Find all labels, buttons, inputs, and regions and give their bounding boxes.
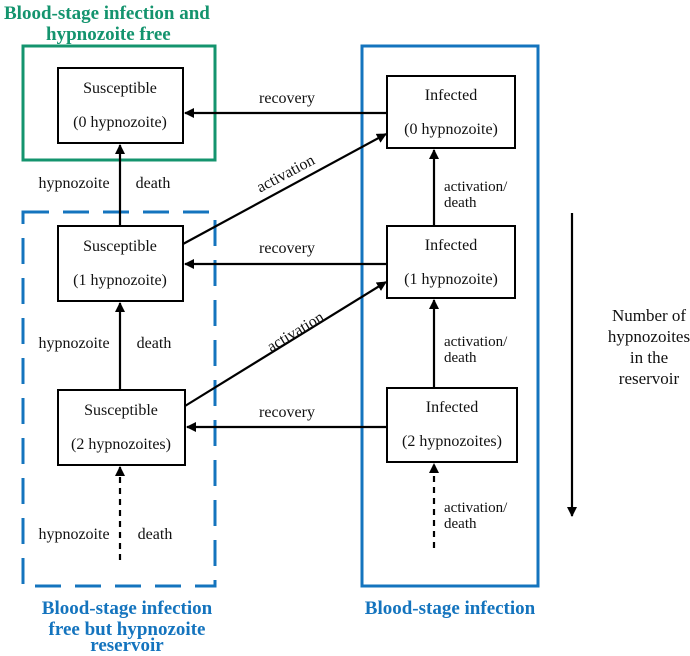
activation-death-label-1a: activation/ <box>444 179 508 195</box>
activation-arrow-1 <box>182 133 387 245</box>
reservoir-title-line2: free but hypnozoite <box>49 619 206 640</box>
susceptible-1-sub: (1 hypnozoite) <box>73 272 167 289</box>
infected-0-sub: (0 hypnozoite) <box>404 121 498 138</box>
susceptible-1-title: Susceptible <box>83 238 157 255</box>
activation-death-label-3b: death <box>444 516 477 532</box>
infection-region <box>360 44 540 588</box>
death-label-3: death <box>138 526 173 543</box>
side-note-line3: in the <box>630 348 668 367</box>
recovery-label-1: recovery <box>259 240 315 257</box>
activation-death-label-2b: death <box>444 350 477 366</box>
activation-death-label-2a: activation/ <box>444 334 508 350</box>
hypnozoite-label-3: hypnozoite <box>38 526 109 543</box>
death-label-2: death <box>137 335 172 352</box>
recovery-label-0: recovery <box>259 90 315 107</box>
susceptible-2-sub: (2 hypnozoites) <box>71 436 171 453</box>
infected-1-node: Infected (1 hypnozoite) <box>386 225 516 299</box>
susceptible-1-node: Susceptible (1 hypnozoite) <box>57 225 184 302</box>
side-note-line4: reservoir <box>619 369 680 388</box>
activation-death-label-1b: death <box>444 195 477 211</box>
infected-1-title: Infected <box>425 237 477 254</box>
infected-2-sub: (2 hypnozoites) <box>402 433 502 450</box>
hypnozoite-label-2: hypnozoite <box>38 335 109 352</box>
susceptible-0-sub: (0 hypnozoite) <box>73 114 167 131</box>
susceptible-0-node: Susceptible (0 hypnozoite) <box>57 67 184 144</box>
susceptible-0-title: Susceptible <box>83 80 157 97</box>
death-label-1: death <box>136 175 171 192</box>
susceptible-2-title: Susceptible <box>84 402 158 419</box>
hypnozoite-label-1: hypnozoite <box>38 175 109 192</box>
recovery-label-2: recovery <box>259 404 315 421</box>
infection-title: Blood-stage infection <box>365 598 536 619</box>
infected-2-node: Infected (2 hypnozoites) <box>386 387 518 463</box>
side-note-line1: Number of <box>612 306 686 325</box>
reservoir-title-line3: reservoir <box>90 635 164 656</box>
hypnozoite-free-title-line2: hypnozoite free <box>46 24 171 45</box>
susceptible-2-node: Susceptible (2 hypnozoites) <box>57 389 186 466</box>
activation-arrow-2 <box>184 281 387 407</box>
infected-0-node: Infected (0 hypnozoite) <box>386 75 516 149</box>
activation-label-1: activation <box>254 152 318 197</box>
hypnozoite-free-title-line1: Blood-stage infection and <box>4 3 210 24</box>
activation-death-label-3a: activation/ <box>444 500 508 516</box>
infected-0-title: Infected <box>425 87 477 104</box>
reservoir-title-line1: Blood-stage infection <box>42 598 213 619</box>
infected-2-title: Infected <box>426 399 478 416</box>
activation-label-2: activation <box>264 309 327 356</box>
side-note-line2: hypnozoites <box>608 327 690 346</box>
infected-1-sub: (1 hypnozoite) <box>404 271 498 288</box>
